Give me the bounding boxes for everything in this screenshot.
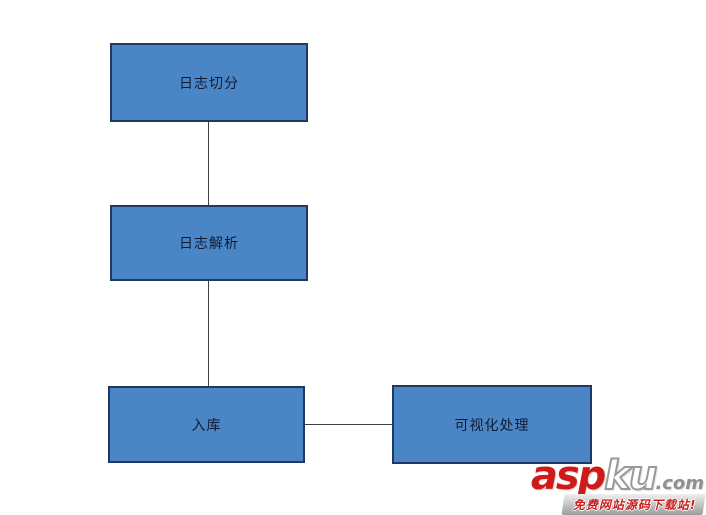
aspku-logo-ku: ku [603, 453, 658, 499]
aspku-logo: aspku.com [530, 453, 704, 499]
aspku-watermark: aspku.com 免费网站源码下载站! [530, 453, 706, 515]
edge-storage-to-visualize [305, 424, 392, 425]
edge-logsplit-to-logparse [208, 122, 209, 205]
aspku-logo-asp: asp [530, 453, 606, 499]
node-log-split: 日志切分 [110, 43, 308, 122]
aspku-logo-domain: .com [655, 473, 704, 494]
node-visualize-label: 可视化处理 [454, 417, 530, 434]
node-log-parse-label: 日志解析 [179, 236, 239, 252]
node-storage-label: 入库 [191, 417, 222, 434]
edge-logparse-to-storage [208, 281, 209, 386]
node-log-parse: 日志解析 [110, 205, 308, 281]
node-visualize: 可视化处理 [392, 385, 592, 464]
aspku-tagline-text: 免费网站源码下载站! [572, 498, 696, 512]
node-storage: 入库 [108, 386, 305, 463]
node-log-split-label: 日志切分 [179, 75, 239, 92]
aspku-tagline-banner: 免费网站源码下载站! [561, 494, 706, 515]
